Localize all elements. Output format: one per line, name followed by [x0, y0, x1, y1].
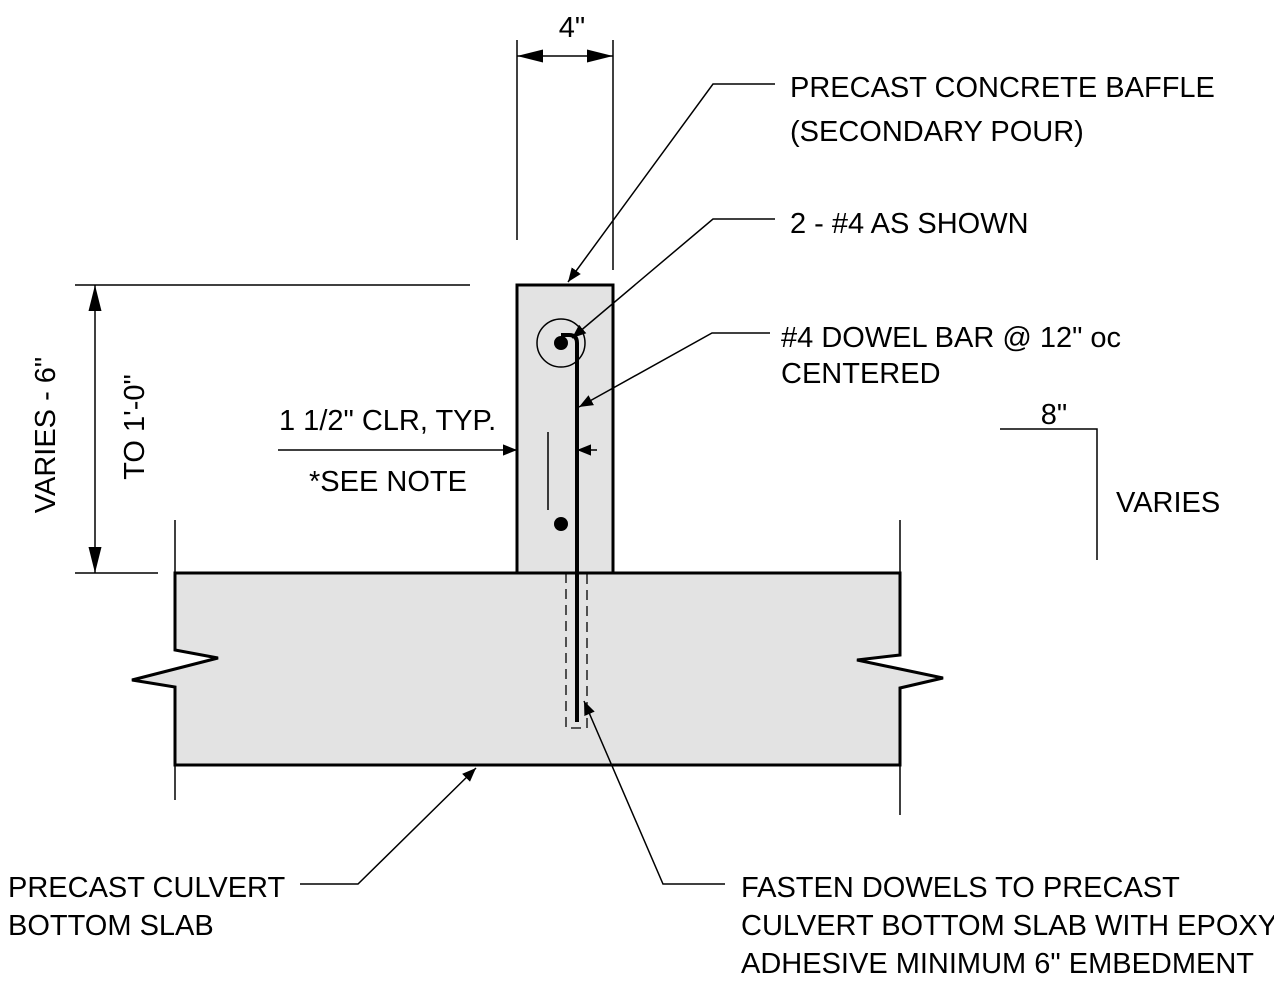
callout-dowel: #4 DOWEL BAR @ 12" oc CENTERED	[578, 322, 1121, 408]
callout-slab: PRECAST CULVERT BOTTOM SLAB	[8, 767, 477, 942]
callout-dowel-line2: CENTERED	[781, 358, 941, 390]
slope-rise-label: VARIES	[1116, 487, 1220, 519]
dim-baffle-height: VARIES - 6" TO 1'-0"	[30, 284, 470, 574]
callout-baffle-line2: (SECONDARY POUR)	[790, 116, 1084, 148]
precast-baffle	[515, 283, 615, 575]
callout-fasten: FASTEN DOWELS TO PRECAST CULVERT BOTTOM …	[583, 700, 1274, 980]
callout-fasten-line3: ADHESIVE MINIMUM 6" EMBEDMENT	[741, 948, 1254, 980]
callout-baffle-line1: PRECAST CONCRETE BAFFLE	[790, 72, 1215, 104]
callout-fasten-line1: FASTEN DOWELS TO PRECAST	[741, 872, 1180, 904]
dim-baffle-width: 4"	[516, 12, 614, 270]
callout-dowel-line1: #4 DOWEL BAR @ 12" oc	[781, 322, 1121, 354]
slope-run-label: 8"	[1041, 399, 1067, 431]
callout-slab-line1: PRECAST CULVERT	[8, 872, 285, 904]
culvert-bottom-slab	[131, 520, 944, 815]
height-label-line2: TO 1'-0"	[119, 374, 151, 480]
epoxy-hole	[565, 573, 588, 729]
see-note-label: *SEE NOTE	[309, 466, 467, 498]
callout-bars-line1: 2 - #4 AS SHOWN	[790, 208, 1029, 240]
callout-fasten-line2: CULVERT BOTTOM SLAB WITH EPOXY	[741, 910, 1274, 942]
slope-symbol: 8" VARIES	[1000, 399, 1220, 560]
callout-baffle: PRECAST CONCRETE BAFFLE (SECONDARY POUR)	[567, 72, 1215, 283]
bar-highlight-circle	[536, 318, 586, 368]
clear-cover-label: 1 1/2" CLR, TYP.	[279, 405, 496, 437]
height-label-line1: VARIES - 6"	[30, 357, 62, 513]
baffle-width-label: 4"	[559, 12, 585, 44]
dim-clear-cover: 1 1/2" CLR, TYP. *SEE NOTE	[278, 405, 597, 510]
callout-slab-line2: BOTTOM SLAB	[8, 910, 214, 942]
bottom-bar-dot	[554, 517, 568, 531]
top-bar-dot	[554, 336, 568, 350]
callout-bars: 2 - #4 AS SHOWN	[571, 208, 1029, 339]
